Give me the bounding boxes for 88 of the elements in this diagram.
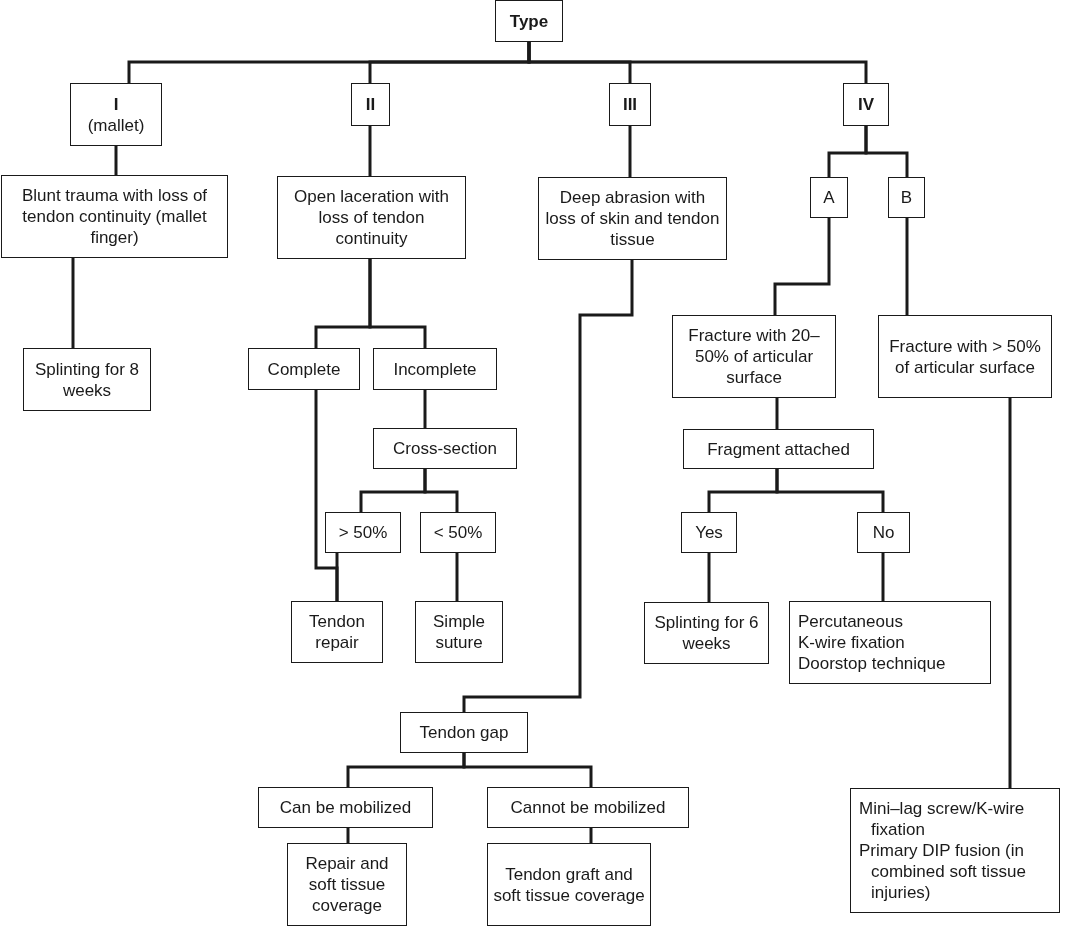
box-text: Doorstop technique [798,653,946,674]
connector-line [707,553,711,602]
box-text: Blunt trauma with loss of tendon continuity (mallet finger) [20,185,209,248]
box-text: (mallet) [87,114,145,136]
connector-line [423,469,459,512]
box-text: Splinting for 8 weeks [34,358,140,401]
box-text: K-wire fixation [798,632,905,653]
connector-line [775,398,779,429]
box-text: A [823,187,835,208]
process-box [681,512,737,553]
process-box [789,601,991,684]
connector-line [773,218,831,315]
process-box [888,177,925,218]
connector-line [71,258,75,348]
process-box [248,348,360,390]
box-text: Mini–lag screw/K-wire fixation [859,798,1026,840]
connector-line [527,42,868,83]
process-box [258,787,433,828]
connector-line [335,553,339,601]
connector-line [589,828,593,843]
box-text: I [113,93,119,115]
process-box [1,175,228,258]
process-box [850,788,1060,913]
connector-line [423,390,427,428]
box-text: IV [857,94,875,115]
box-text: Deep abrasion with loss of skin and tendon tissue [544,187,721,250]
connector-line [775,469,885,512]
process-box [415,601,503,663]
process-box [373,428,517,469]
box-text: Tendon repair [308,611,366,653]
connector-line [114,146,118,175]
process-box [351,83,390,126]
box-text: Fragment attached [707,438,850,460]
process-box [843,83,889,126]
box-text: Cannot be mobilized [510,797,666,818]
connector-line [346,828,350,843]
connector-line [864,126,909,177]
process-box [683,429,874,469]
box-text: > 50% [338,522,388,543]
process-box [609,83,651,126]
box-text: Tendon graft and soft tissue coverage [492,863,646,906]
box-text: Simple suture [432,611,486,653]
connector-line [881,553,885,601]
connector-line [628,126,632,177]
connector-line [462,753,593,787]
box-text: Splinting for 6 weeks [653,612,760,654]
box-text: Type [509,10,549,32]
process-box [400,712,528,753]
process-box [373,348,497,390]
process-box [291,601,383,663]
box-text: Percutaneous [798,611,903,632]
box-text: Complete [267,358,341,380]
box-text: Fracture with 20–50% of articular surface [687,325,821,388]
box-text: Open laceration with loss of tendon continuity [293,186,450,249]
box-text: Can be mobilized [279,797,412,818]
process-box [287,843,407,926]
process-box [70,83,162,146]
process-box [23,348,151,411]
process-box [878,315,1052,398]
box-text: No [872,522,895,543]
box-text: Primary DIP fusion (in combined soft tissue injuries) [859,840,1027,903]
connector-line [1008,398,1012,788]
process-box [672,315,836,398]
process-box [857,512,910,553]
process-box [420,512,496,553]
process-box [277,176,466,259]
box-text: Cross-section [393,438,497,459]
process-box [644,602,769,664]
process-box [538,177,727,260]
box-text: III [622,94,638,115]
process-box [487,843,651,926]
connector-line [455,553,459,601]
box-text: B [900,187,913,208]
connector-line [368,126,372,176]
box-text: < 50% [433,522,483,543]
box-text: II [365,94,376,115]
box-text: Tendon gap [419,722,509,743]
box-text: Incomplete [393,358,477,380]
box-text: Repair and soft tissue coverage [304,853,390,916]
box-text: Yes [695,522,723,543]
process-box [495,0,563,42]
connector-line [462,260,634,712]
process-box [810,177,848,218]
connector-line [905,218,909,315]
process-box [325,512,401,553]
box-text: Fracture with > 50% of articular surface [888,335,1042,378]
connector-line [368,259,427,348]
process-box [487,787,689,828]
